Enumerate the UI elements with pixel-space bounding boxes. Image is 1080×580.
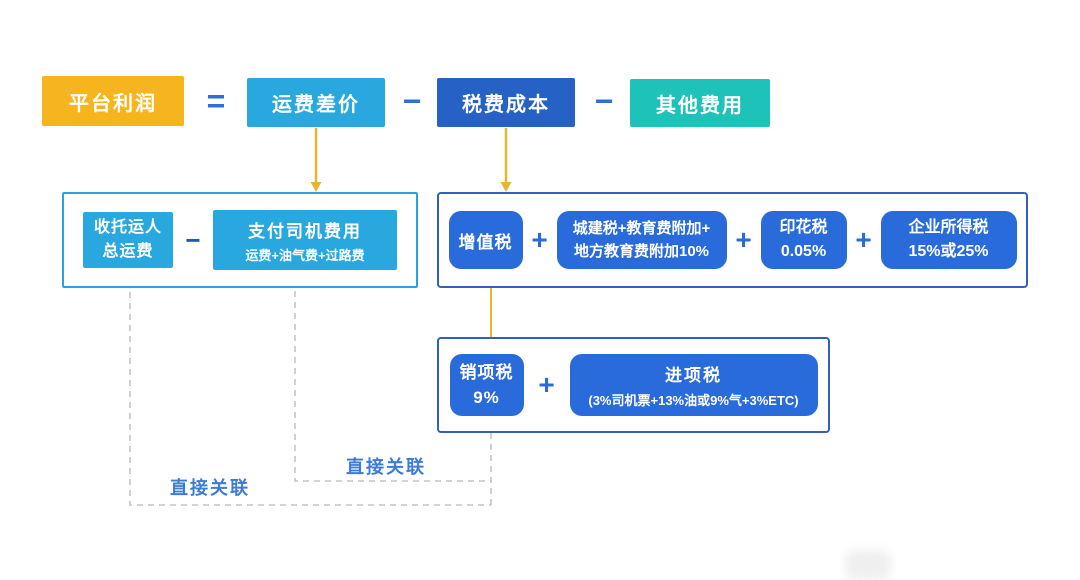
surtax-box: 城建税+教育费附加+ 地方教育费附加10% [556,211,727,269]
other-fees-box: 其他费用 [630,79,770,127]
freight-diff-box: 运费差价 [247,78,385,127]
shipper-freight-line2: 总运费 [102,243,154,260]
association-label-upper: 直接关联 [346,457,426,477]
stamp-tax-rate: 0.05% [780,243,827,260]
income-tax-rate: 15%或25% [908,243,989,260]
watermark-smudge [845,550,891,580]
plus-operator-3: + [855,224,872,255]
income-tax-box: 企业所得税 15%或25% [880,211,1017,269]
output-tax-box: 销项税 9% [449,354,524,416]
platform-profit-box: 平台利润 [42,76,184,126]
shipper-freight-box: 收托运人 总运费 [83,212,173,268]
arrow-freight-diff-down [310,128,322,192]
vat-box: 增值税 [448,211,523,269]
driver-fee-title: 支付司机费用 [248,221,362,241]
tax-detail-group: 增值税 + 城建税+教育费附加+ 地方教育费附加10% + 印花税 0.05% … [437,192,1028,288]
stamp-tax-title: 印花税 [779,219,828,236]
association-label-lower: 直接关联 [170,478,250,498]
input-tax-detail: (3%司机票+13%油或9%气+3%ETC) [588,393,799,408]
plus-operator-2: + [735,224,752,255]
minus-operator-2: − [594,82,614,119]
surtax-line1: 城建税+教育费附加+ [572,219,711,237]
minus-operator-1: − [402,82,422,119]
surtax-line2: 地方教育费附加10% [573,243,710,260]
vat-detail-group: 销项税 9% + 进项税 (3%司机票+13%油或9%气+3%ETC) [437,337,830,433]
output-tax-rate: 9% [473,388,500,407]
stamp-tax-box: 印花税 0.05% [760,211,847,269]
output-tax-title: 销项税 [459,362,514,382]
driver-fee-box: 支付司机费用 运费+油气费+过路费 [213,210,397,270]
income-tax-title: 企业所得税 [908,219,989,236]
input-tax-box: 进项税 (3%司机票+13%油或9%气+3%ETC) [569,354,818,416]
plus-operator-1: + [531,224,548,255]
arrow-tax-cost-down [500,128,512,192]
driver-fee-detail: 运费+油气费+过路费 [245,247,365,263]
vat-plus-operator: + [538,369,555,400]
freight-detail-group: 收托运人 总运费 − 支付司机费用 运费+油气费+过路费 [62,192,418,288]
equals-operator: = [206,82,226,119]
shipper-freight-line1: 收托运人 [93,219,162,236]
freight-minus-operator: − [185,224,201,255]
input-tax-title: 进项税 [665,366,722,385]
tax-cost-box: 税费成本 [437,78,575,127]
